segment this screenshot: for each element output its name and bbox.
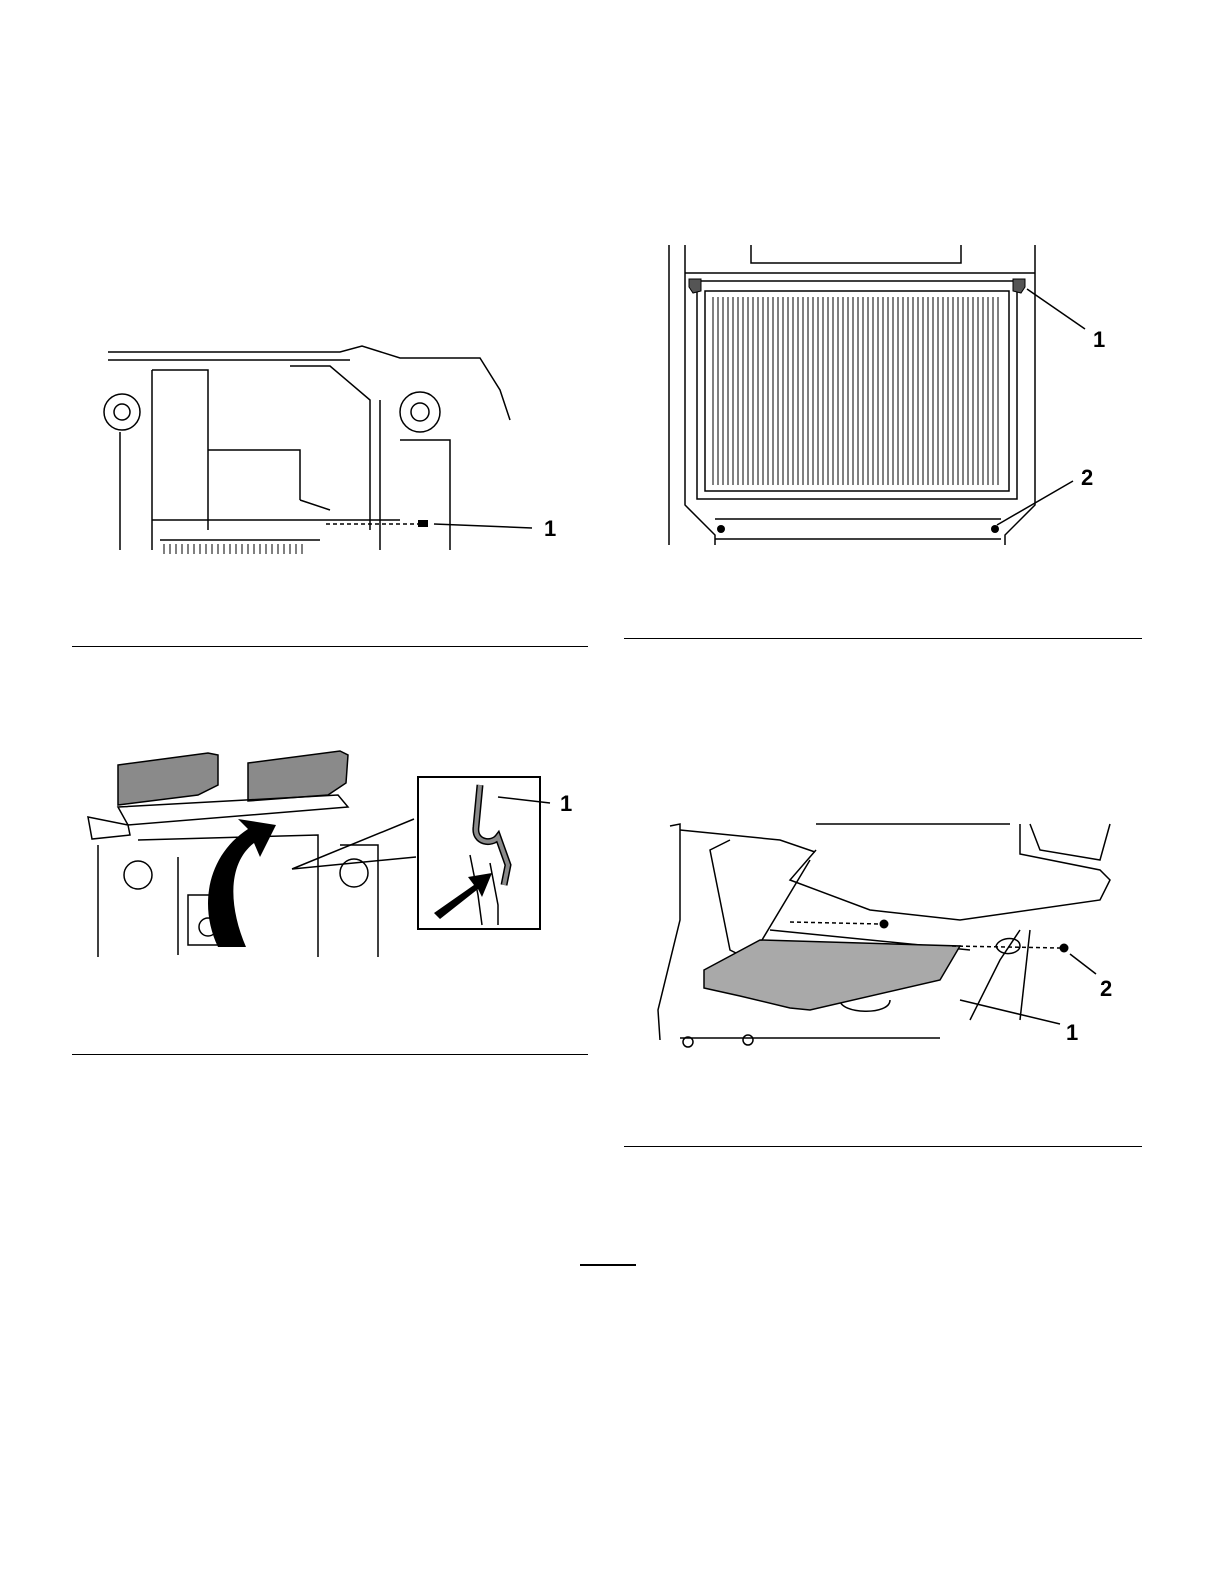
figure-underside-panel: 2 1 (640, 820, 1130, 1050)
illustration-underside-panel: 2 1 (640, 820, 1130, 1050)
bolt-icon (1060, 944, 1069, 953)
section-divider (624, 1146, 1142, 1147)
illustration-filter-screen: 1 2 (655, 245, 1135, 550)
section-divider (72, 1054, 588, 1055)
illustration-raised-seats: 1 (78, 745, 588, 965)
bolt-icon (880, 920, 889, 929)
callout-label: 1 (560, 791, 572, 816)
section-divider (624, 638, 1142, 639)
callout-label: 2 (1081, 465, 1093, 490)
callout-label: 1 (1093, 327, 1105, 352)
callout-label: 1 (544, 516, 556, 541)
section-divider (72, 646, 588, 647)
figure-filter-screen: 1 2 (655, 245, 1135, 550)
screw-icon (717, 525, 725, 533)
callout-label: 1 (1066, 1020, 1078, 1045)
page-number-rule (580, 1264, 636, 1266)
screw-icon (991, 525, 999, 533)
screw-icon (418, 520, 428, 527)
illustration-console-panel: 1 (100, 340, 580, 560)
figure-raised-seats-latch: 1 (78, 745, 588, 965)
figure-console-panel-screw: 1 (100, 340, 580, 560)
callout-label: 2 (1100, 976, 1112, 1001)
